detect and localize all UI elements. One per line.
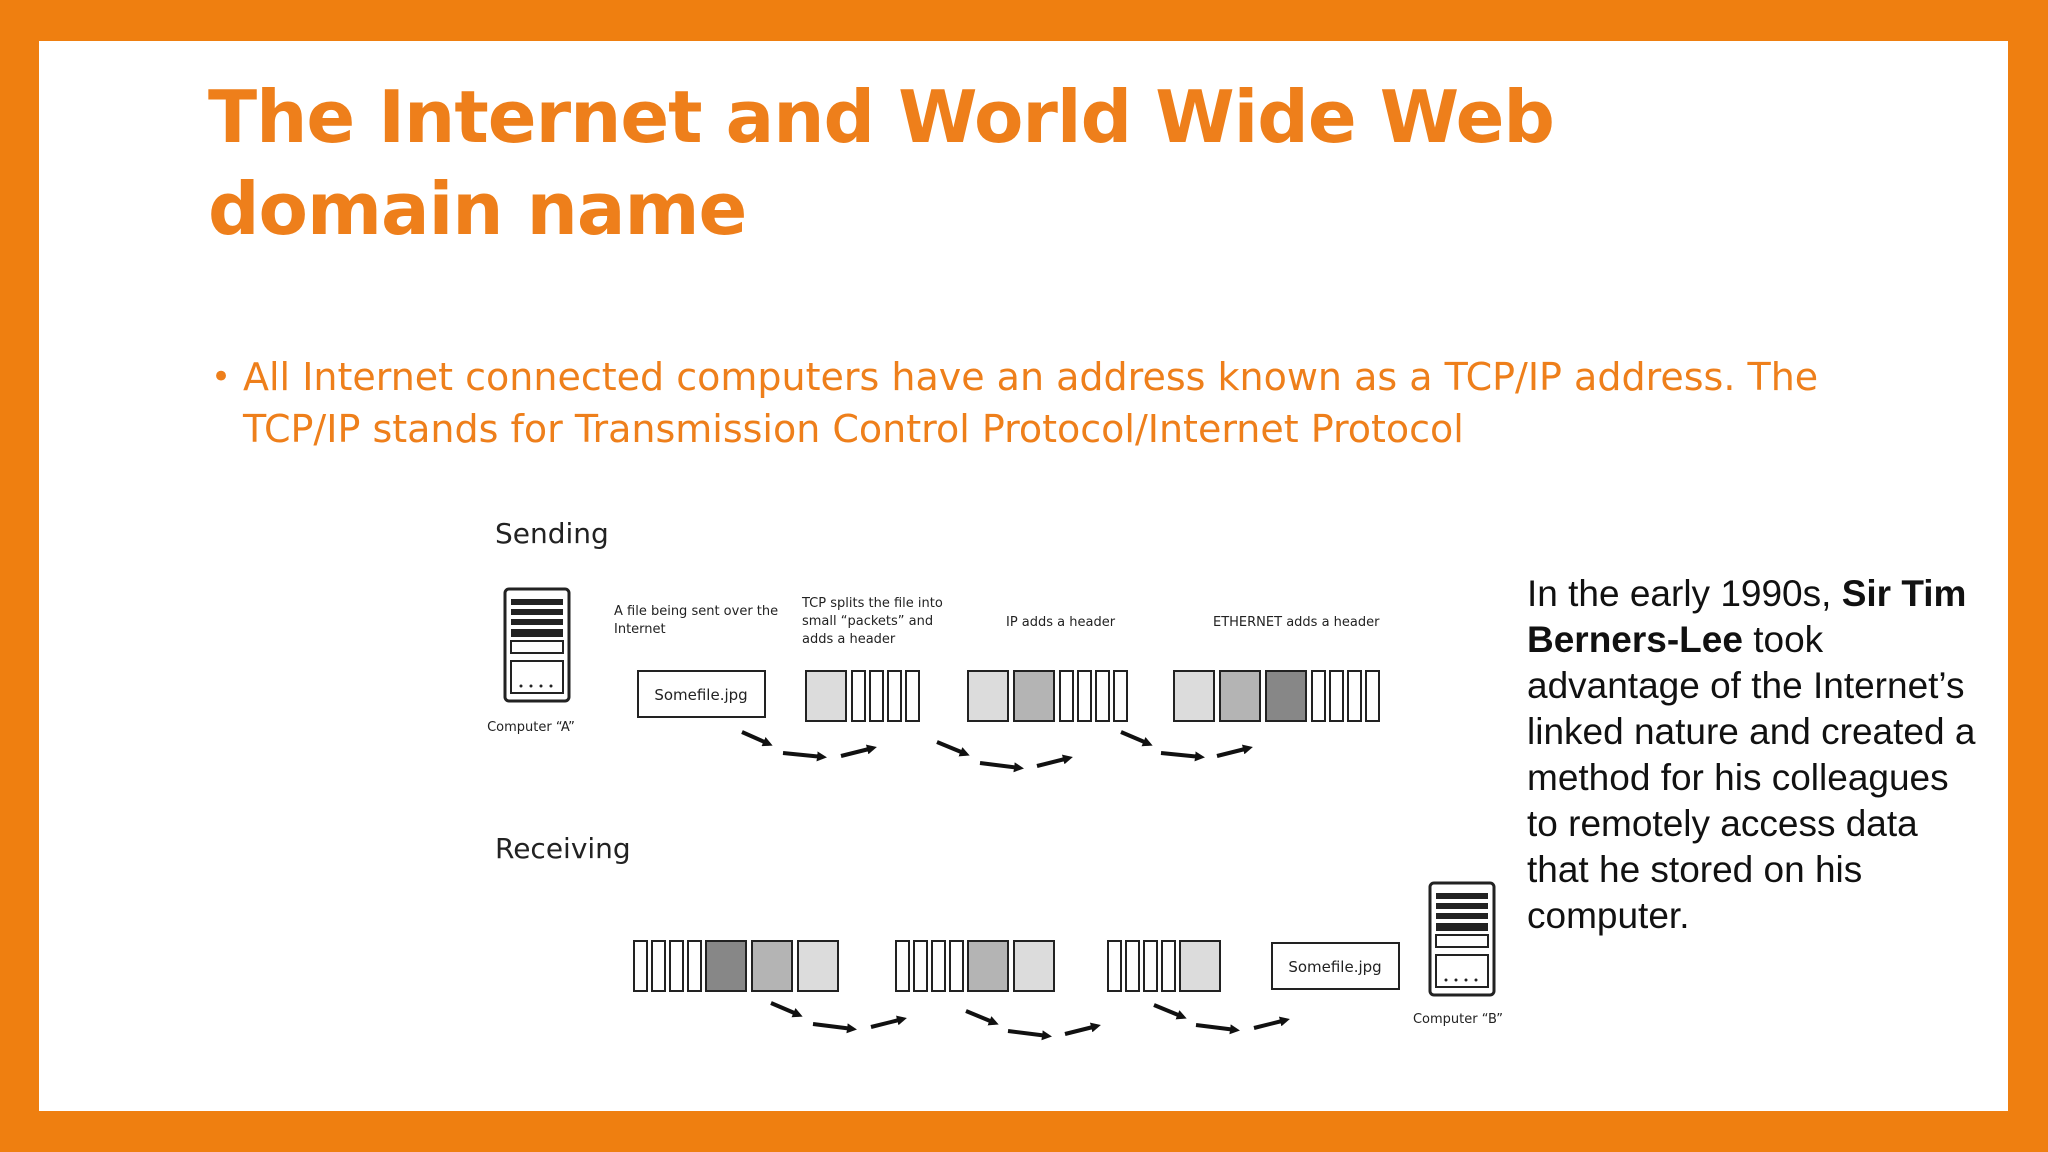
step2-caption-line: small “packets” and	[802, 614, 933, 629]
side-note-text: In the early 1990s,	[1527, 573, 1842, 614]
receiving-label: Receiving	[495, 832, 631, 865]
bullet-text: All Internet connected computers have an…	[243, 355, 1819, 451]
receiving-arrows	[770, 1001, 1290, 1041]
sending-arrows	[741, 730, 1253, 773]
packets-tcp	[805, 670, 920, 722]
side-note-name: Sir Tim Berners-Lee	[1527, 573, 1967, 660]
step1-caption: A file being sent over the Internet	[614, 604, 778, 637]
packets-ethernet	[1173, 670, 1380, 722]
bullet-marker: •	[211, 357, 232, 397]
step2-caption-line: TCP splits the file into	[801, 596, 943, 611]
packets-received-tcp	[1107, 940, 1221, 992]
slide-title: The Internet and World Wide Web domain n…	[208, 75, 1555, 251]
step3-caption: IP adds a header	[1006, 615, 1116, 630]
side-note-text: took advantage of the Internet’s linked …	[1527, 619, 1976, 936]
file-name-label: Somefile.jpg	[1288, 958, 1381, 976]
computer-a-icon	[503, 587, 571, 703]
computer-b-icon	[1428, 881, 1496, 997]
step1-caption-line: Internet	[614, 622, 666, 637]
tcp-ip-diagram: Sending Receiving Computer “A” A file be…	[487, 517, 1503, 1041]
step4-caption: ETHERNET adds a header	[1213, 615, 1380, 630]
packets-received-ethernet	[633, 940, 839, 992]
slide: The Internet and World Wide Web domain n…	[39, 41, 2008, 1111]
packets-ip	[967, 670, 1128, 722]
file-name-label: Somefile.jpg	[654, 686, 747, 704]
packets-received-ip	[895, 940, 1055, 992]
bullet-item: • All Internet connected computers have …	[211, 351, 1871, 455]
computer-b-label: Computer “B”	[1413, 1012, 1503, 1027]
step2-caption: TCP splits the file into small “packets”…	[801, 596, 943, 647]
sending-label: Sending	[495, 517, 609, 550]
file-box-sending: Somefile.jpg	[637, 670, 766, 718]
step1-caption-line: A file being sent over the	[614, 604, 778, 619]
file-box-received: Somefile.jpg	[1271, 942, 1400, 990]
side-note: In the early 1990s, Sir Tim Berners-Lee …	[1527, 571, 1987, 939]
computer-a-label: Computer “A”	[487, 720, 575, 735]
step2-caption-line: adds a header	[802, 632, 896, 647]
